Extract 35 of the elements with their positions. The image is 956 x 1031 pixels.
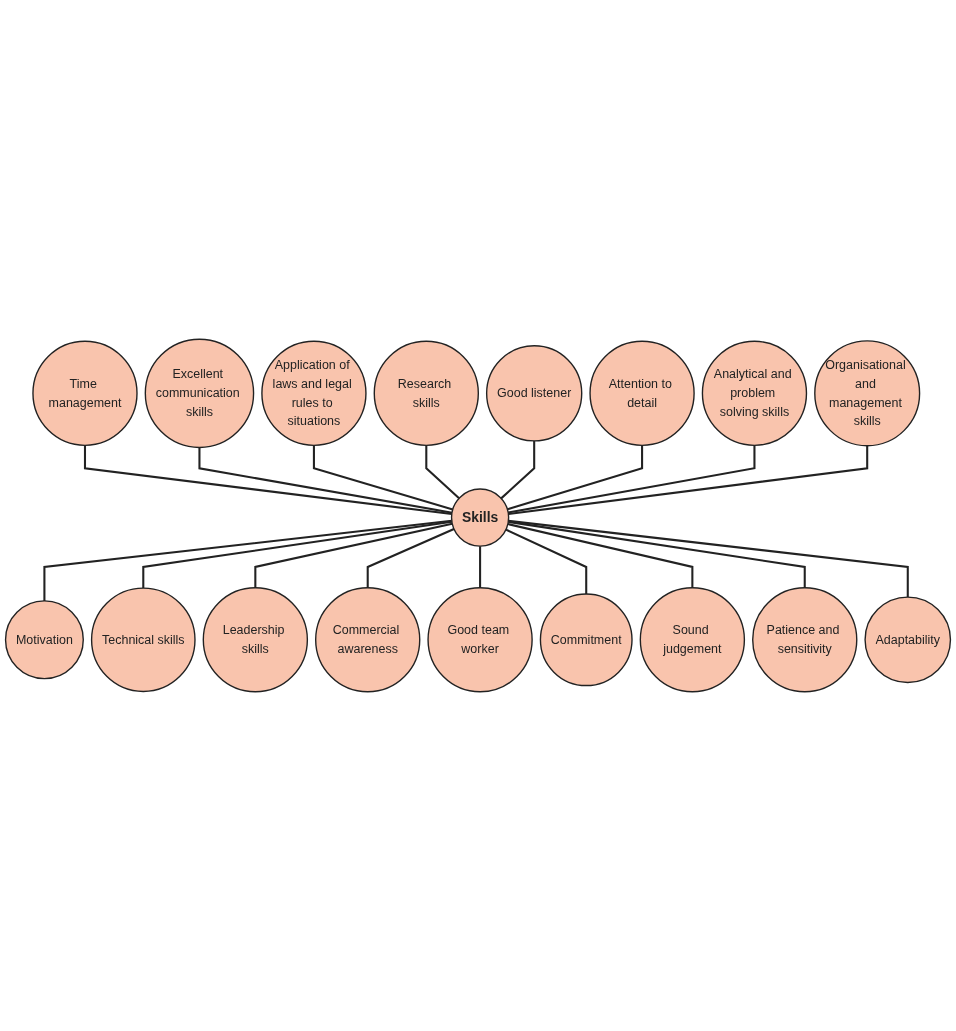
- connector: [425, 445, 460, 500]
- connector: [254, 522, 453, 588]
- connector: [508, 520, 806, 588]
- connector: [83, 445, 452, 516]
- node-circle: Attention to detail: [589, 340, 695, 447]
- node-circle: Good team worker: [427, 587, 533, 693]
- connector: [312, 445, 454, 511]
- node-circle: Organisational and management skills: [814, 340, 921, 447]
- node-circle: Good listener: [485, 345, 583, 442]
- connector: [507, 445, 644, 511]
- connector: [43, 519, 452, 601]
- node-circle: Excellent communication skills: [144, 338, 255, 449]
- connector: [507, 523, 694, 588]
- node-circle: Leadership skills: [202, 587, 309, 693]
- node-circle: Adaptability: [864, 596, 952, 684]
- node-circle: Application of laws and legal rules to situations: [261, 340, 367, 447]
- connector: [366, 528, 455, 588]
- node-circle: Time management: [32, 340, 138, 447]
- connector: [198, 447, 453, 514]
- node-circle: Motivation: [4, 600, 84, 680]
- connector: [508, 445, 869, 516]
- node-circle: Technical skills: [90, 587, 196, 693]
- connector: [479, 546, 482, 588]
- node-circle: Analytical and problem solving skills: [701, 340, 808, 447]
- node-circle: Research skills: [373, 340, 480, 447]
- node-circle: Skills: [450, 488, 510, 547]
- node-circle: Commitment: [539, 593, 633, 687]
- connector: [508, 519, 909, 598]
- connector: [505, 528, 588, 594]
- node-circle: Sound judgement: [639, 587, 746, 693]
- connector: [142, 520, 452, 589]
- node-circle: Commercial awareness: [315, 587, 421, 693]
- connector: [500, 440, 536, 500]
- connector: [508, 445, 756, 514]
- node-circle: Patience and sensitivity: [752, 587, 858, 693]
